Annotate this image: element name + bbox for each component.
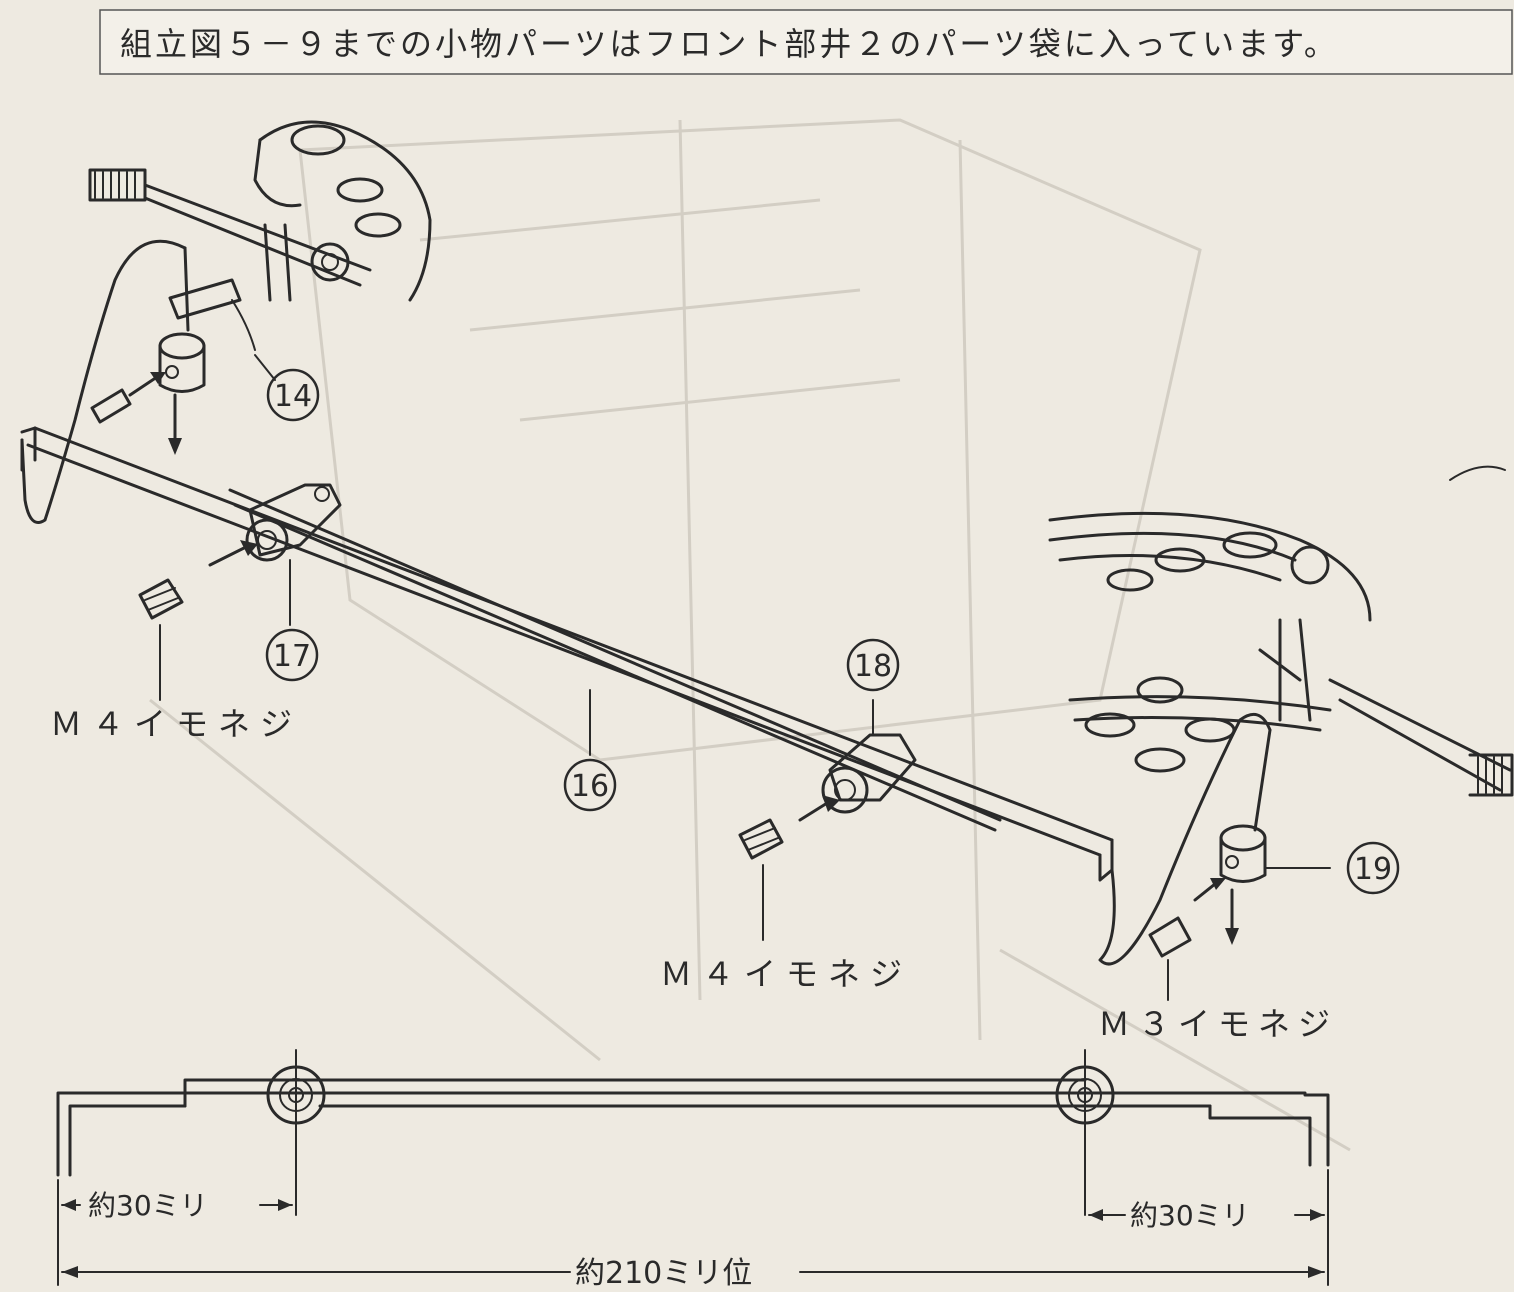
dim-total-length: 約210ミリ位 <box>575 1256 752 1291</box>
background-ghost-drawing <box>149 118 1351 1152</box>
collar-17: 17 <box>138 483 342 682</box>
collar-18: 18 <box>738 638 917 860</box>
part-number-16: 16 <box>571 769 609 804</box>
screw-label-right: Ｍ３イモネジ <box>1098 1005 1338 1043</box>
part-number-18: 18 <box>854 649 892 684</box>
collar-14 <box>90 332 206 455</box>
rod-16 <box>20 426 1114 882</box>
dim-left-offset: 約30ミリ <box>88 1189 208 1222</box>
left-servo-horn <box>88 120 432 351</box>
right-servo-horn <box>1048 465 1514 797</box>
right-linkage-wire <box>1098 712 1272 966</box>
callout-16: 16 <box>563 689 617 812</box>
screw-label-middle: Ｍ４イモネジ <box>660 955 912 993</box>
dimension-drawing: 約30ミリ 約30ミリ 約210ミリ位 <box>56 1049 1330 1291</box>
dim-right-offset: 約30ミリ <box>1130 1199 1250 1232</box>
header-note-text: 組立図５－９までの小物パーツはフロント部井２のパーツ袋に入っています。 <box>120 25 1339 63</box>
callout-14: 14 <box>254 354 320 422</box>
screw-label-left: Ｍ４イモネジ <box>50 705 302 743</box>
part-number-17: 17 <box>273 639 311 674</box>
part-number-19: 19 <box>1354 852 1392 887</box>
header-note: 組立図５－９までの小物パーツはフロント部井２のパーツ袋に入っています。 <box>99 9 1513 75</box>
collar-19: 19 <box>1148 824 1400 958</box>
left-linkage-wire <box>20 239 190 524</box>
part-number-14: 14 <box>274 379 312 414</box>
